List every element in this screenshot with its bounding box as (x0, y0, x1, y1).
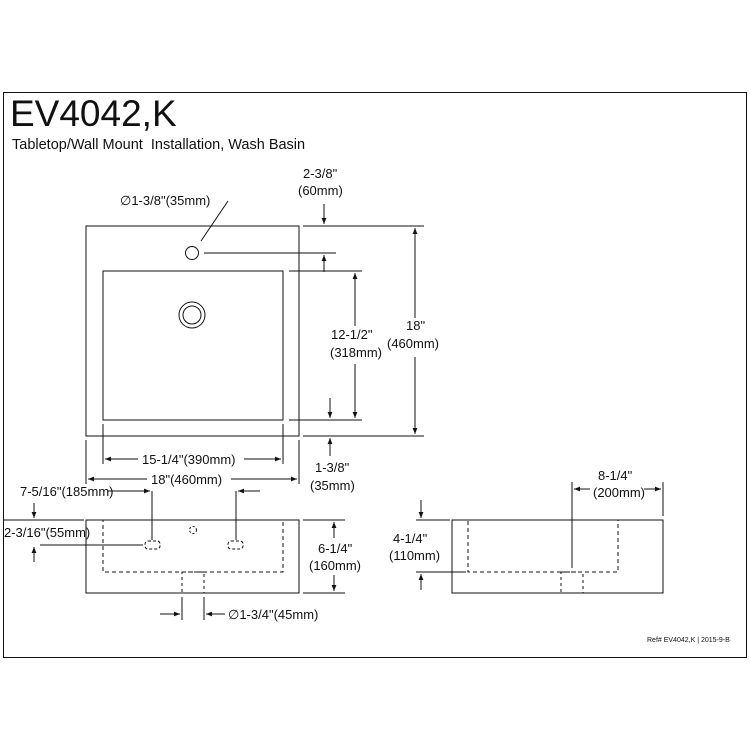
basin-width-label: 15-1/4"(390mm) (142, 452, 236, 467)
overflow-height-label: 2-3/16"(55mm) (4, 525, 91, 540)
model-title: EV4042,K (10, 93, 177, 134)
drain-offset-mm-label: (200mm) (593, 485, 646, 500)
drawing-border (3, 92, 747, 658)
top-view (85, 200, 424, 484)
faucet-offset-mm-label: (60mm) (298, 183, 343, 198)
height-in-label: 6-1/4" (318, 541, 353, 556)
basin-depth-mm-label: (318mm) (330, 345, 383, 360)
drain-inner (182, 305, 202, 325)
height-mm-label: (160mm) (309, 558, 362, 573)
faucet-hole (185, 246, 199, 260)
rim-mm-label: (35mm) (310, 478, 355, 493)
drain-outer (178, 301, 206, 329)
reference-number: Ref# EV4042,K | 2015-9-B (647, 637, 730, 644)
drawing-subtitle: Tabletop/Wall Mount Installation, Wash B… (12, 137, 306, 153)
faucet-hole-diameter-label: ∅1-3/8"(35mm) (120, 193, 211, 208)
front-view (4, 488, 345, 620)
side-view-outline (451, 519, 664, 594)
overflow-spacing-label: 7-5/16"(185mm) (20, 484, 114, 499)
top-view-basin (102, 270, 284, 421)
side-depth-mm-label: (110mm) (389, 548, 441, 563)
faucet-hole-leader (200, 200, 229, 242)
side-drain-hidden (560, 571, 584, 594)
front-drain-hidden (181, 571, 205, 594)
overall-width-label: 18"(460mm) (151, 472, 223, 487)
faucet-offset-in-label: 2-3/8" (303, 166, 338, 181)
basin-depth-in-label: 12-1/2" (331, 327, 373, 342)
side-depth-in-label: 4-1/4" (393, 531, 428, 546)
overall-depth-in-label: 18" (406, 318, 426, 333)
overall-depth-mm-label: (460mm) (387, 336, 440, 351)
side-view (416, 482, 664, 594)
drain-offset-in-label: 8-1/4" (598, 468, 633, 483)
front-faucet-hole (189, 526, 197, 534)
drain-diameter-label: ∅1-3/4"(45mm) (228, 607, 319, 622)
front-view-basin-hidden (102, 519, 284, 573)
rim-in-label: 1-3/8" (315, 460, 350, 475)
top-view-outer-rim (85, 225, 300, 437)
side-view-basin-hidden (467, 519, 619, 573)
